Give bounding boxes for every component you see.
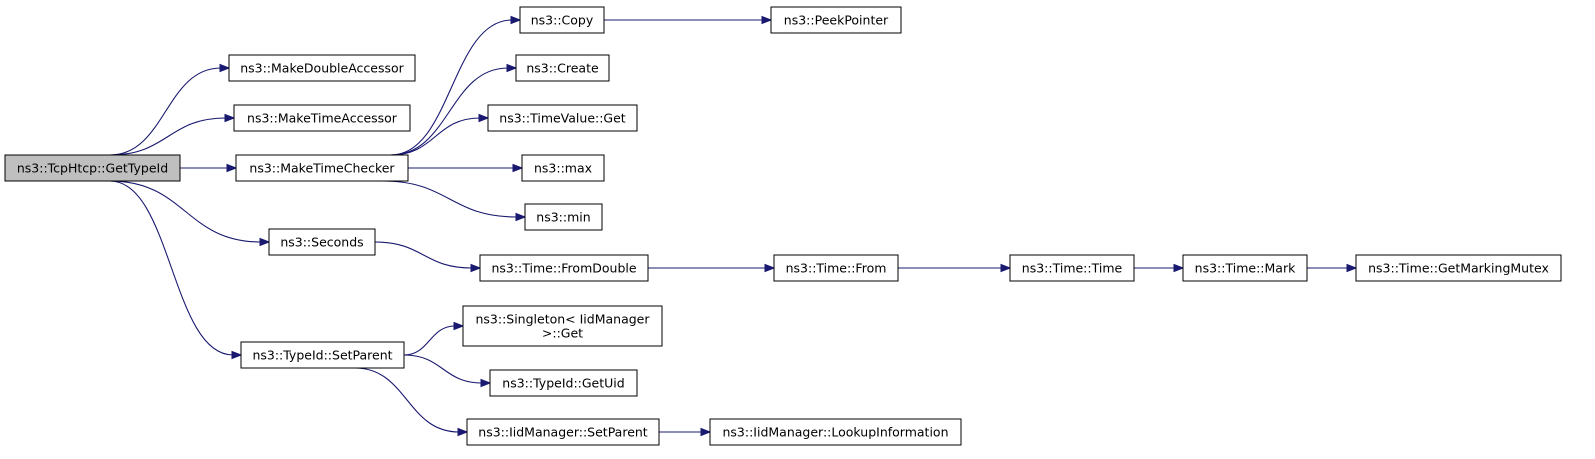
node-label: ns3::max: [534, 161, 592, 176]
call-edges: [109, 15, 1358, 437]
node-get-uid[interactable]: ns3::TypeId::GetUid: [489, 369, 638, 397]
node-lookup-information[interactable]: ns3::IidManager::LookupInformation: [709, 418, 962, 446]
node-root[interactable]: ns3::TcpHtcp::GetTypeId: [4, 154, 181, 182]
node-singleton-get[interactable]: ns3::Singleton< IidManager>::Get: [462, 305, 663, 347]
node-label: ns3::min: [536, 210, 590, 225]
edge-time-time-to-time-mark: [1134, 263, 1185, 273]
edge-copy-to-peek-pointer: [604, 15, 773, 25]
edge-from-double-to-time-from: [648, 263, 776, 273]
node-label: ns3::TypeId::SetParent: [252, 348, 392, 363]
node-make-double-accessor[interactable]: ns3::MakeDoubleAccessor: [228, 54, 416, 82]
node-time-time[interactable]: ns3::Time::Time: [1009, 254, 1135, 282]
node-set-parent[interactable]: ns3::TypeId::SetParent: [240, 341, 405, 369]
edge-make-time-checker-to-time-value-get: [390, 113, 490, 156]
node-label: ns3::MakeDoubleAccessor: [240, 61, 404, 76]
node-label: ns3::Time::From: [786, 261, 887, 276]
node-label: ns3::Time::Mark: [1195, 261, 1296, 276]
edge-make-time-checker-to-max: [408, 163, 524, 173]
node-label: ns3::TimeValue::Get: [499, 111, 626, 126]
node-label: ns3::IidManager::LookupInformation: [722, 425, 948, 440]
node-label: ns3::Singleton< IidManager: [475, 312, 650, 327]
node-label: ns3::IidManager::SetParent: [478, 425, 648, 440]
node-label: ns3::Seconds: [280, 235, 363, 250]
edge-make-time-checker-to-copy: [390, 15, 522, 156]
node-label: ns3::Time::FromDouble: [491, 261, 636, 276]
edge-set-parent-to-singleton-get: [403, 321, 465, 356]
edge-seconds-to-from-double: [374, 241, 482, 273]
node-label: ns3::Create: [526, 61, 599, 76]
node-time-from[interactable]: ns3::Time::From: [773, 254, 899, 282]
edge-root-to-set-parent: [109, 180, 243, 360]
edge-time-from-to-time-time: [898, 263, 1012, 273]
edge-set-parent-to-iid-set-parent: [355, 367, 469, 437]
node-label: ns3::Time::Time: [1022, 261, 1123, 276]
node-get-marking-mutex[interactable]: ns3::Time::GetMarkingMutex: [1355, 254, 1562, 282]
edge-root-to-seconds: [109, 180, 271, 247]
node-peek-pointer[interactable]: ns3::PeekPointer: [770, 6, 902, 34]
node-make-time-checker[interactable]: ns3::MakeTimeChecker: [235, 154, 409, 182]
node-label: ns3::MakeTimeChecker: [249, 161, 395, 176]
node-label: ns3::MakeTimeAccessor: [247, 111, 398, 126]
node-from-double[interactable]: ns3::Time::FromDouble: [479, 254, 649, 282]
function-nodes: ns3::TcpHtcp::GetTypeId ns3::MakeDoubleAc…: [4, 6, 1562, 446]
node-create[interactable]: ns3::Create: [515, 54, 610, 82]
node-label: ns3::Time::GetMarkingMutex: [1368, 261, 1549, 276]
edge-make-time-checker-to-create: [390, 63, 518, 156]
node-max[interactable]: ns3::max: [521, 154, 605, 182]
node-copy[interactable]: ns3::Copy: [519, 6, 605, 34]
node-label: >::Get: [542, 326, 583, 341]
node-label: ns3::TcpHtcp::GetTypeId: [17, 161, 168, 176]
edge-set-parent-to-get-uid: [403, 354, 492, 388]
edge-iid-set-parent-to-lookup-information: [658, 427, 712, 437]
node-iid-set-parent[interactable]: ns3::IidManager::SetParent: [466, 418, 660, 446]
node-time-value-get[interactable]: ns3::TimeValue::Get: [487, 104, 638, 132]
edge-root-to-make-time-checker: [180, 163, 238, 173]
node-label: ns3::PeekPointer: [784, 13, 889, 28]
node-label: ns3::TypeId::GetUid: [502, 376, 624, 391]
edge-make-time-checker-to-min: [382, 180, 527, 222]
node-min[interactable]: ns3::min: [524, 203, 603, 231]
edge-time-mark-to-get-marking-mutex: [1307, 263, 1358, 273]
edge-root-to-make-time-accessor: [109, 113, 236, 156]
node-seconds[interactable]: ns3::Seconds: [268, 228, 376, 256]
node-label: ns3::Copy: [531, 13, 594, 28]
node-time-mark[interactable]: ns3::Time::Mark: [1182, 254, 1308, 282]
node-make-time-accessor[interactable]: ns3::MakeTimeAccessor: [233, 104, 411, 132]
edge-root-to-make-double-accessor: [109, 63, 231, 156]
